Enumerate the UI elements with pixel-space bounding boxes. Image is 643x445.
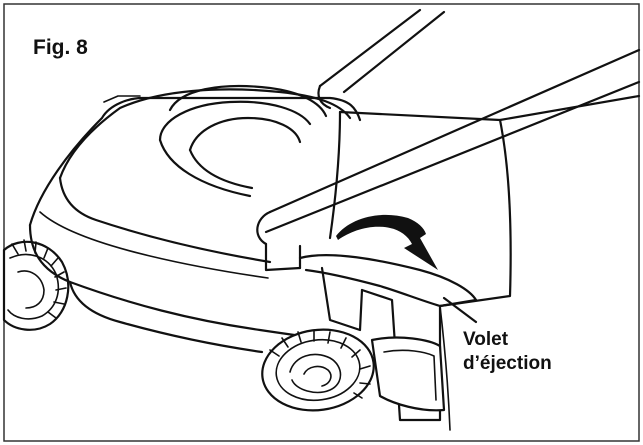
discharge-flap <box>298 253 478 422</box>
discharge-flap-label-line2: d’éjection <box>463 353 552 374</box>
rear-wheel <box>2 239 70 331</box>
mower-deck <box>28 85 362 354</box>
discharge-flap-label: Volet d’éjection <box>463 328 552 376</box>
mower-handle <box>256 8 641 272</box>
rotation-arrow-icon <box>336 214 438 270</box>
discharge-flap-label-line1: Volet <box>463 329 509 350</box>
figure-title: Fig. 8 <box>33 36 88 59</box>
figure-border <box>3 3 640 442</box>
front-wheel <box>261 328 375 412</box>
grass-collection-bag <box>328 94 641 431</box>
callout-pointer <box>442 296 478 324</box>
